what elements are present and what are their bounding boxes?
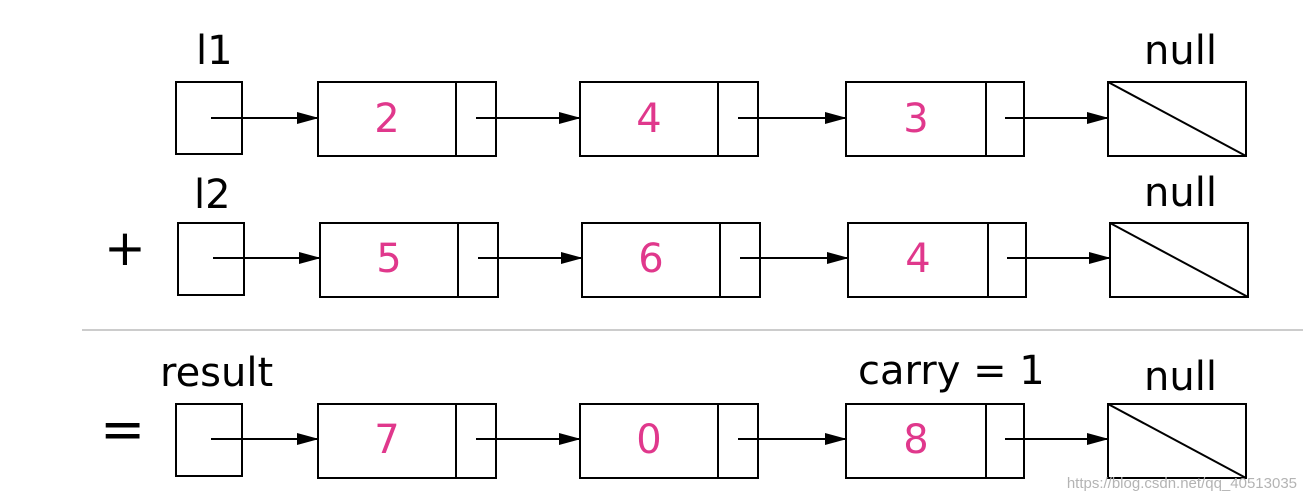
- next-pointer-cell: [717, 403, 759, 479]
- next-pointer-cell: [985, 403, 1025, 479]
- node-value: 2: [374, 96, 399, 142]
- node-value: 8: [903, 417, 928, 463]
- list-row-l2: + l2 5 6 4 null: [104, 170, 1249, 298]
- node-value: 7: [374, 417, 399, 463]
- node-value: 6: [638, 236, 663, 282]
- null-terminator: [1107, 81, 1247, 157]
- equals-operator: =: [100, 398, 145, 461]
- carry-note: carry = 1: [858, 348, 1045, 394]
- list-node: 0: [579, 403, 759, 479]
- next-pointer-cell: [457, 222, 499, 298]
- null-label: null: [1144, 28, 1217, 74]
- next-pointer-cell: [987, 222, 1027, 298]
- list-node: 6: [581, 222, 761, 298]
- head-label-l2: l2: [194, 172, 231, 218]
- head-label-l1: l1: [196, 28, 233, 74]
- node-value: 3: [903, 96, 928, 142]
- head-label-result: result: [160, 350, 273, 396]
- null-label: null: [1144, 354, 1217, 400]
- watermark-text: https://blog.csdn.net/qq_40513035: [1067, 475, 1297, 492]
- null-label: null: [1144, 170, 1217, 216]
- list-row-l1: l1 2 4 3 null: [175, 28, 1247, 157]
- list-row-result: = result 7 0 carry = 1 8 null: [100, 348, 1247, 479]
- list-node: 5: [319, 222, 499, 298]
- null-terminator: [1109, 222, 1249, 298]
- next-pointer-cell: [455, 403, 497, 479]
- next-pointer-cell: [719, 222, 761, 298]
- list-node: 2: [317, 81, 497, 157]
- null-terminator: [1107, 403, 1247, 479]
- list-node: 4: [847, 222, 1027, 298]
- plus-operator: +: [104, 219, 146, 277]
- node-value: 4: [636, 96, 661, 142]
- list-node: 4: [579, 81, 759, 157]
- list-node: 8: [845, 403, 1025, 479]
- list-node: 3: [845, 81, 1025, 157]
- node-value: 0: [636, 417, 661, 463]
- list-node: 7: [317, 403, 497, 479]
- node-value: 4: [905, 236, 930, 282]
- node-value: 5: [376, 236, 401, 282]
